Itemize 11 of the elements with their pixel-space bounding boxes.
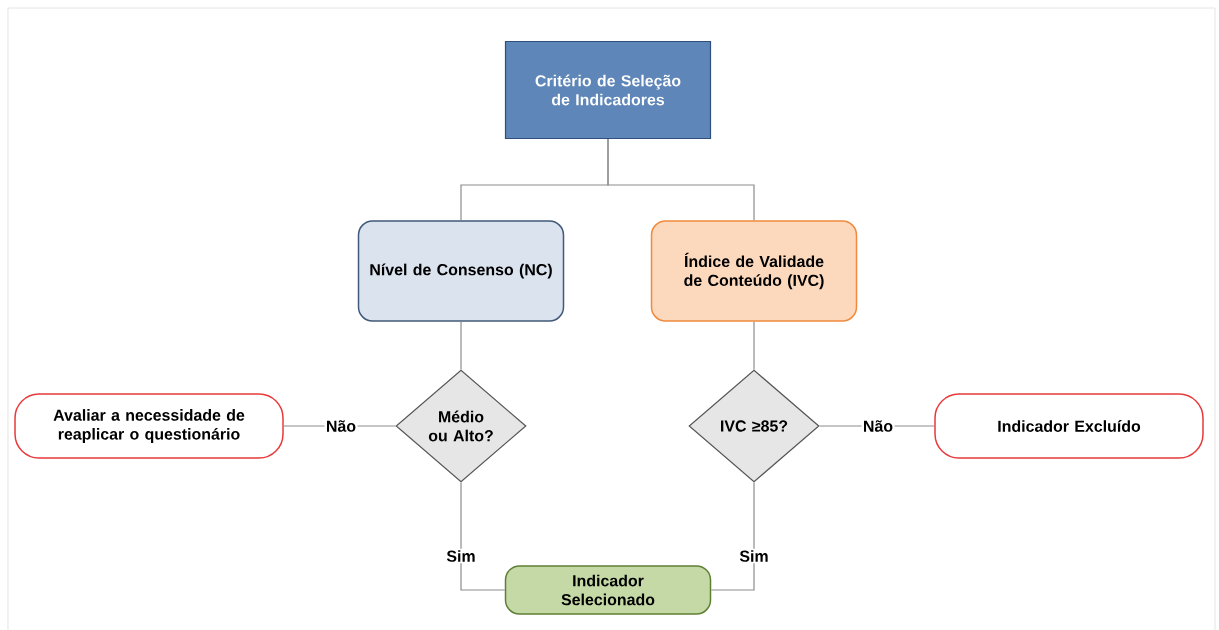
terminal-box: Avaliar a necessidade de reaplicar o questionário	[14, 393, 284, 459]
connector-line	[460, 482, 506, 591]
connector-line	[607, 138, 755, 221]
connector-line	[460, 321, 462, 370]
process-box: Nível de Consenso (NC)	[357, 220, 565, 322]
terminal-box: Indicador Excluído	[934, 393, 1204, 459]
process-box: Índice de Validade de Conteúdo (IVC)	[650, 220, 858, 322]
process-box: Critério de Seleção de Indicadores	[504, 40, 712, 140]
connector-line	[710, 482, 755, 591]
process-box: Indicador Selecionado	[504, 565, 712, 615]
connector-line	[753, 321, 755, 370]
